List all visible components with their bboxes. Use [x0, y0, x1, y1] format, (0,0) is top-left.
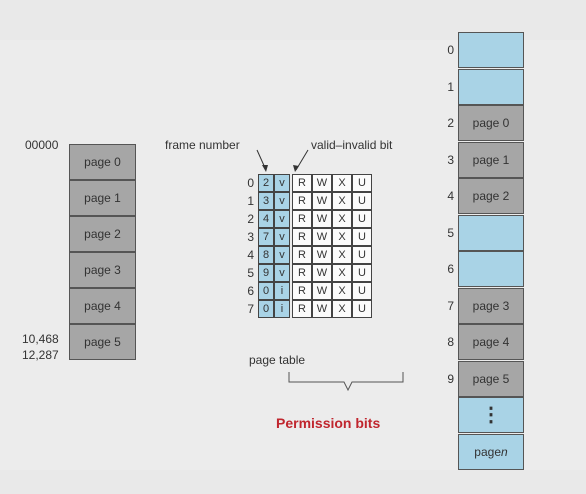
permission-bit-cell: R — [292, 192, 312, 210]
page-table-index: 4 — [247, 248, 254, 262]
frame-number-cell: 8 — [258, 246, 274, 264]
frame-index: 2 — [447, 116, 454, 130]
page-table-index: 6 — [247, 284, 254, 298]
permission-bit-cell: R — [292, 210, 312, 228]
permission-bit-cell: R — [292, 228, 312, 246]
frame-index: 3 — [447, 152, 454, 167]
physical-frame: page n — [458, 433, 524, 470]
permission-bit-cell: X — [332, 300, 352, 318]
logical-page: page 1 — [69, 180, 136, 216]
valid-bit-cell: v — [274, 228, 290, 246]
frame-number-cell: 4 — [258, 210, 274, 228]
logical-page: page 4 — [69, 288, 136, 324]
valid-invalid-label: valid–invalid bit — [311, 138, 393, 152]
valid-bit-cell: v — [274, 264, 290, 282]
frame-index: 5 — [447, 225, 454, 240]
logical-page: page 5 — [69, 324, 136, 360]
physical-frame: page 4 — [458, 324, 524, 360]
valid-bit-cell: i — [274, 282, 290, 300]
frame-number-cell: 0 — [258, 300, 274, 318]
logical-page: page 0 — [69, 144, 136, 180]
frame-number-cell: 2 — [258, 174, 274, 192]
physical-frame: page 0 — [458, 105, 524, 141]
valid-bit-cell: v — [274, 192, 290, 210]
frame-index: 9 — [447, 371, 454, 386]
permission-bit-cell: R — [292, 264, 312, 282]
frame-index: 7 — [447, 298, 454, 313]
permission-bit-cell: X — [332, 246, 352, 264]
frame-number-cell: 0 — [258, 282, 274, 300]
page-table-index: 5 — [247, 266, 254, 280]
permission-bit-cell: U — [352, 174, 372, 192]
physical-frame — [458, 68, 524, 105]
permission-bit-cell: X — [332, 228, 352, 246]
permission-bit-cell: U — [352, 282, 372, 300]
physical-frame: page 1 — [458, 141, 524, 178]
valid-bit-cell: v — [274, 174, 290, 192]
permission-bit-cell: U — [352, 264, 372, 282]
permission-bit-cell: U — [352, 300, 372, 318]
permission-bit-cell: X — [332, 174, 352, 192]
permission-bit-cell: W — [312, 282, 332, 300]
valid-bit-cell: i — [274, 300, 290, 318]
permission-bit-cell: W — [312, 264, 332, 282]
physical-frame: ⋮ — [458, 397, 524, 433]
valid-bit-cell: v — [274, 246, 290, 264]
physical-frame — [458, 32, 524, 68]
permission-bit-cell: U — [352, 210, 372, 228]
logical-page: page 2 — [69, 216, 136, 252]
permission-bit-cell: U — [352, 192, 372, 210]
page-table-index: 3 — [247, 230, 254, 244]
page-table-index: 2 — [247, 212, 254, 226]
permission-bit-cell: W — [312, 210, 332, 228]
logical-end-address-2: 12,287 — [22, 348, 59, 362]
physical-frame: page 5 — [458, 360, 524, 397]
logical-start-address: 00000 — [25, 138, 59, 152]
permission-bit-cell: W — [312, 174, 332, 192]
permission-bit-cell: W — [312, 228, 332, 246]
logical-end-address-1: 10,468 — [22, 332, 59, 346]
valid-bit-cell: v — [274, 210, 290, 228]
permission-bit-cell: R — [292, 282, 312, 300]
permission-bit-cell: W — [312, 192, 332, 210]
frame-index: 6 — [447, 262, 454, 276]
page-table-caption: page table — [249, 353, 306, 367]
physical-frame: page 3 — [458, 287, 524, 324]
permission-bit-cell: R — [292, 174, 312, 192]
permission-bit-cell: R — [292, 300, 312, 318]
permission-bit-cell: U — [352, 246, 372, 264]
page-table-index: 7 — [247, 302, 254, 316]
permission-bit-cell: X — [332, 264, 352, 282]
frame-number-cell: 3 — [258, 192, 274, 210]
physical-frame — [458, 214, 524, 251]
permission-bits-label: Permission bits — [276, 415, 381, 431]
frame-number-cell: 7 — [258, 228, 274, 246]
frame-number-label: frame number — [165, 138, 240, 152]
physical-frame — [458, 251, 524, 287]
page-table-index: 1 — [247, 194, 254, 208]
permission-bit-cell: X — [332, 282, 352, 300]
page-table-index: 0 — [247, 176, 254, 190]
physical-frame: page 2 — [458, 178, 524, 214]
permission-bit-cell: X — [332, 210, 352, 228]
frame-index: 1 — [447, 79, 454, 94]
frame-index: 8 — [447, 335, 454, 349]
permission-bit-cell: W — [312, 300, 332, 318]
permission-bit-cell: X — [332, 192, 352, 210]
permission-bit-cell: R — [292, 246, 312, 264]
logical-page: page 3 — [69, 252, 136, 288]
frame-number-cell: 9 — [258, 264, 274, 282]
frame-index: 4 — [447, 189, 454, 203]
permission-bit-cell: U — [352, 228, 372, 246]
frame-index: 0 — [447, 43, 454, 57]
permission-bit-cell: W — [312, 246, 332, 264]
